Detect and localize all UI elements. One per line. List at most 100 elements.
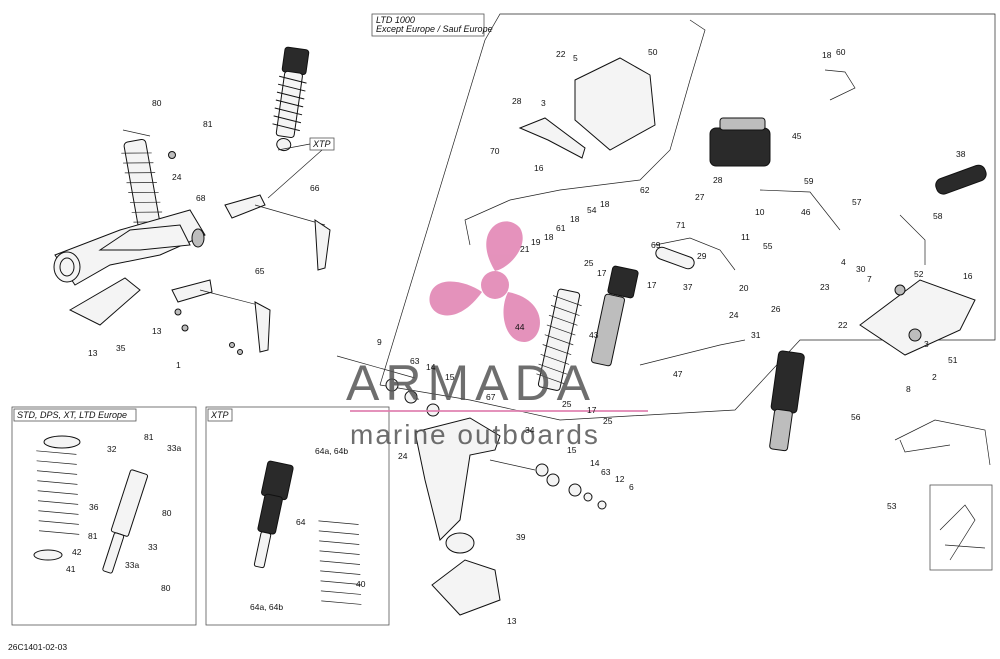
callout-label: 45	[792, 131, 802, 141]
callout-label: 56	[851, 412, 861, 422]
callout-label: 64	[296, 517, 306, 527]
callout-label: 14	[590, 458, 600, 468]
callout-label: 81	[203, 119, 213, 129]
callout-label: 24	[729, 310, 739, 320]
xtp-callout-text: XTP	[312, 139, 331, 149]
harness-53	[929, 484, 993, 571]
callout-label: 6	[629, 482, 634, 492]
callout-label: 58	[933, 211, 943, 221]
callout-label: 55	[763, 241, 773, 251]
ltd-region-edge	[379, 39, 486, 386]
callout-label: 7	[867, 274, 872, 284]
callout-label: 69	[651, 240, 661, 250]
callout-label: 63	[601, 467, 611, 477]
callout-label: 24	[398, 451, 408, 461]
callout-label: 80	[152, 98, 162, 108]
callout-label: 1	[176, 360, 181, 370]
callout-label: 10	[755, 207, 765, 217]
callout-label: 33a	[167, 443, 181, 453]
mounting-plate	[859, 279, 976, 356]
callout-label: 80	[161, 583, 171, 593]
callout-label: 32	[107, 444, 117, 454]
callout-label: 34	[525, 425, 535, 435]
sway-bar	[224, 194, 331, 271]
sway-bar-lower	[171, 279, 271, 355]
ltd-caption-box: LTD 1000 Except Europe / Sauf Europe	[371, 13, 493, 37]
callout-label: 2	[932, 372, 937, 382]
callout-label: 81	[88, 531, 98, 541]
xtp-callout: XTP	[267, 137, 335, 199]
callout-label: 16	[963, 271, 973, 281]
right-air-shock	[769, 350, 805, 452]
callout-label: 65	[255, 266, 265, 276]
callout-label: 17	[587, 405, 597, 415]
callout-label: 61	[556, 223, 566, 233]
compressor-bracket	[518, 57, 656, 159]
callout-label: 29	[697, 251, 707, 261]
callout-label: 19	[531, 237, 541, 247]
callout-label: 21	[520, 244, 530, 254]
callout-label: 18	[600, 199, 610, 209]
callout-label: 13	[507, 616, 517, 626]
footrest-38	[935, 164, 987, 195]
callout-label: 25	[603, 416, 613, 426]
air-line	[464, 19, 706, 246]
callout-label: 53	[887, 501, 897, 511]
callout-label: 57	[852, 197, 862, 207]
callout-label: 11	[741, 232, 750, 242]
callout-label: 5	[573, 53, 578, 63]
callout-label: 17	[647, 280, 657, 290]
callout-label: 51	[948, 355, 958, 365]
callout-label: 18	[544, 232, 554, 242]
center-air-shock	[536, 265, 639, 391]
callout-label: 13	[152, 326, 162, 336]
left-front-suspension-assembly	[53, 129, 206, 326]
ltd-region-outline	[379, 13, 996, 421]
callout-label: 3	[541, 98, 546, 108]
propeller-logo-icon	[429, 221, 540, 343]
armada-watermark: ARMADA marine outboards	[346, 221, 648, 450]
callout-label: 31	[751, 330, 761, 340]
callout-label: 33	[148, 542, 158, 552]
callout-label: 18	[822, 50, 832, 60]
callout-label: 3	[924, 339, 929, 349]
callout-label: 15	[445, 372, 455, 382]
callout-label: 68	[196, 193, 206, 203]
callout-label: 25	[562, 399, 572, 409]
callout-label: 40	[356, 579, 366, 589]
callout-label: 37	[683, 282, 693, 292]
callout-label: 70	[490, 146, 500, 156]
callout-label: 80	[162, 508, 172, 518]
callout-label: 12	[615, 474, 625, 484]
callout-label: 64a, 64b	[315, 446, 348, 456]
callout-label: 46	[801, 207, 811, 217]
callout-label: 13	[88, 348, 98, 358]
xtp-box-caption: XTP	[210, 410, 229, 420]
callout-label: 27	[695, 192, 705, 202]
callout-numbers: 8081246813351366651963141567243415146312…	[66, 47, 973, 626]
reference-code: 26C1401-02-03	[8, 642, 67, 652]
callout-label: 16	[534, 163, 544, 173]
callout-label: 64a, 64b	[250, 602, 283, 612]
callout-label: 25	[584, 258, 594, 268]
misc-hoses	[639, 69, 926, 366]
callout-label: 38	[956, 149, 966, 159]
watermark-tagline: marine outboards	[350, 419, 600, 450]
callout-label: 62	[640, 185, 650, 195]
callout-label: 52	[914, 269, 924, 279]
callout-label: 17	[597, 268, 607, 278]
callout-label: 47	[673, 369, 683, 379]
callout-label: 66	[310, 183, 320, 193]
callout-label: 8	[906, 384, 911, 394]
callout-label: 28	[512, 96, 522, 106]
callout-label: 15	[567, 445, 577, 455]
air-compressor	[709, 117, 771, 167]
callout-label: 43	[589, 330, 599, 340]
callout-label: 54	[587, 205, 597, 215]
callout-label: 35	[116, 343, 126, 353]
center-bracket	[336, 355, 607, 616]
harness-56	[894, 419, 991, 466]
callout-label: 41	[66, 564, 76, 574]
